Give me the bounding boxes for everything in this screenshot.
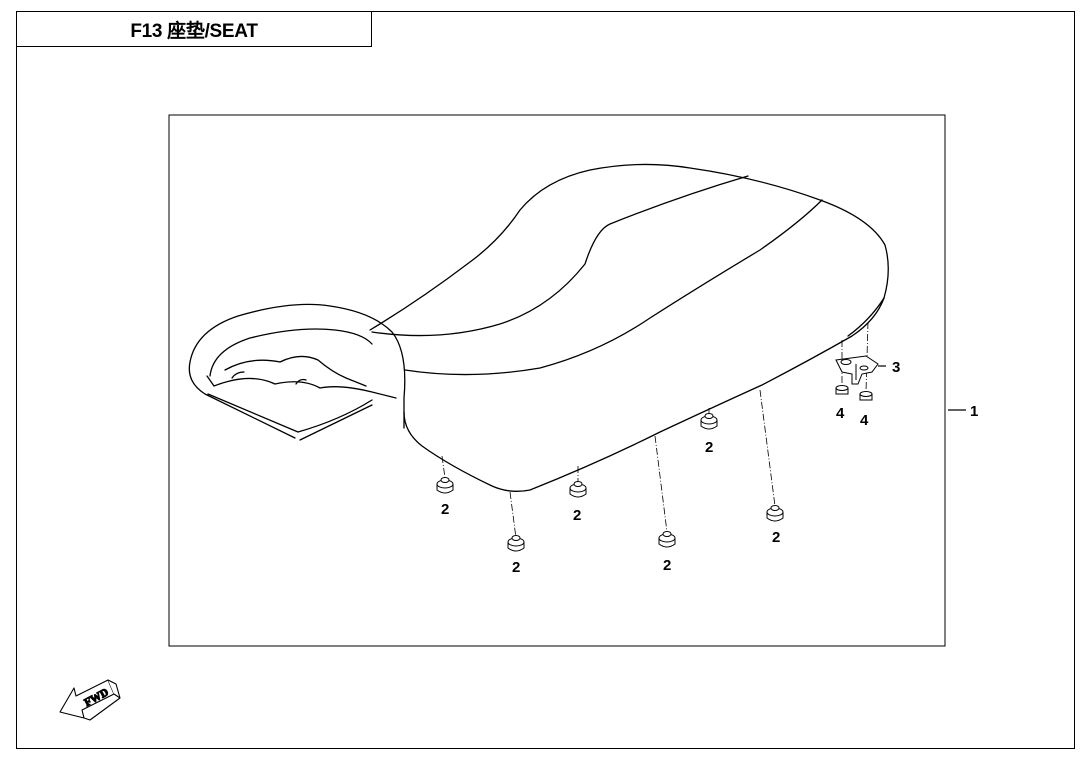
leader-lines <box>441 321 869 539</box>
drawing-frame <box>16 11 1075 749</box>
front-seam <box>371 175 749 337</box>
grommet-5 <box>700 413 718 430</box>
callout-2d: 2 <box>663 557 671 574</box>
title-block: F13 座垫/SEAT <box>16 11 372 47</box>
seat-outline <box>369 163 889 492</box>
grab-handle-inner-top <box>209 328 373 377</box>
callout-2a: 2 <box>441 501 449 518</box>
grab-handle-pocket <box>224 355 367 387</box>
callout-4b: 4 <box>860 412 869 429</box>
grommet-1 <box>436 477 454 494</box>
seat-latch <box>835 355 886 385</box>
fwd-arrow-icon: FWD <box>59 679 121 721</box>
callout-2e: 2 <box>705 439 713 456</box>
callout-2b: 2 <box>512 559 520 576</box>
nuts <box>835 385 873 401</box>
callout-2c: 2 <box>573 507 581 524</box>
page-title: F13 座垫/SEAT <box>130 20 258 42</box>
grommet-3 <box>569 481 587 498</box>
callout-labels: 1 2 2 2 2 2 2 3 4 4 <box>441 359 978 576</box>
grab-handle-lower-lip <box>207 393 373 433</box>
rear-seam <box>404 199 823 376</box>
grommet-2 <box>507 535 525 552</box>
seat-illustration <box>188 163 889 492</box>
grommet-4 <box>658 531 676 548</box>
callout-4a: 4 <box>836 405 845 422</box>
callout-2f: 2 <box>772 529 780 546</box>
nut-2 <box>859 391 873 401</box>
grab-handle-outer <box>188 303 406 439</box>
grommets <box>436 413 784 552</box>
grommet-6 <box>766 505 784 522</box>
callout-3: 3 <box>892 359 900 376</box>
callout-1: 1 <box>970 403 978 420</box>
parts-panel <box>168 114 946 647</box>
nut-1 <box>835 385 849 395</box>
